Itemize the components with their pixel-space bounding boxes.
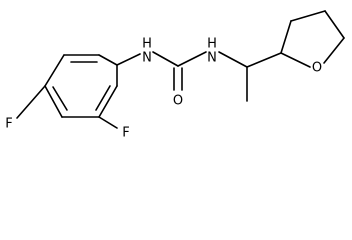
ring-bond — [98, 54, 118, 66]
ring-bond — [44, 54, 65, 87]
ring-double-bond — [95, 85, 111, 111]
c-f-bond — [16, 85, 46, 119]
ring-bond — [324, 10, 345, 39]
c-f-bond — [98, 116, 118, 129]
atom-label-fluorine-top: F — [122, 126, 129, 141]
n-c-bond — [218, 51, 248, 68]
c-n-bond — [116, 53, 141, 66]
atom-label-nh-right: N — [207, 51, 217, 66]
c-c-bond — [246, 52, 282, 68]
c-n-bond — [177, 51, 207, 67]
n-c-bond — [152, 51, 179, 67]
ring-bond — [290, 10, 326, 22]
tetrahydrofuran-ring — [280, 10, 345, 68]
atom-label-nh-left: H — [142, 37, 152, 52]
ring-bond — [98, 85, 118, 118]
ring-bond — [323, 37, 345, 64]
atom-label-ring-oxygen: O — [312, 61, 322, 76]
atom-label-nh-right: H — [207, 37, 217, 52]
atom-label-nh-left: N — [142, 51, 152, 66]
ring-bond — [280, 52, 311, 68]
ring-double-bond — [52, 86, 68, 111]
ring-bond — [280, 20, 292, 54]
atom-label-fluorine-left: F — [5, 117, 12, 132]
chemical-structure: H N H N O O F F — [5, 10, 345, 141]
ring-bond — [44, 85, 63, 118]
benzene-ring — [44, 54, 118, 118]
atom-label-carbonyl-oxygen: O — [173, 94, 183, 109]
